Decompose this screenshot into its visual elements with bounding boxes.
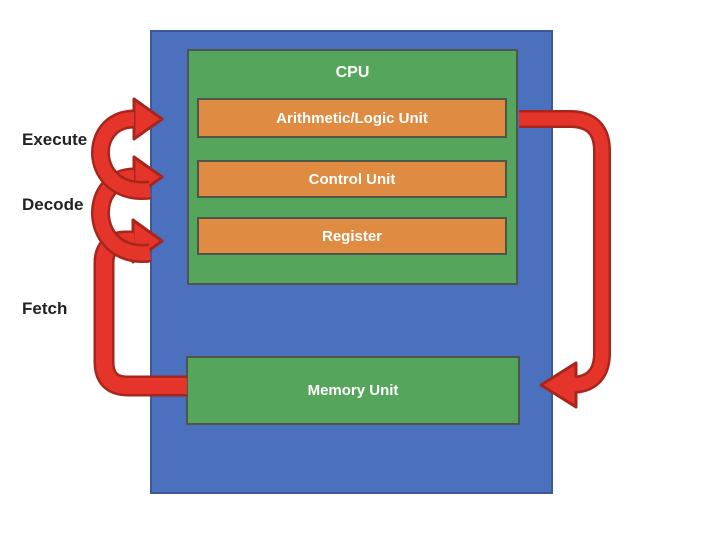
register-box: Register bbox=[197, 217, 507, 255]
memory-unit-label: Memory Unit bbox=[307, 382, 399, 399]
cpu-label: CPU bbox=[335, 64, 370, 81]
decode-label: Decode bbox=[22, 195, 84, 214]
register-label: Register bbox=[321, 227, 383, 245]
control-unit-box: Control Unit bbox=[197, 160, 507, 198]
execute-label: Execute bbox=[22, 130, 88, 149]
fetch-label: Fetch bbox=[22, 299, 68, 318]
control-unit-label: Control Unit bbox=[308, 170, 396, 188]
memory-unit-box: Memory Unit bbox=[186, 356, 520, 425]
alu-box: Arithmetic/Logic Unit bbox=[197, 98, 507, 138]
alu-label: Arithmetic/Logic Unit bbox=[276, 109, 428, 127]
